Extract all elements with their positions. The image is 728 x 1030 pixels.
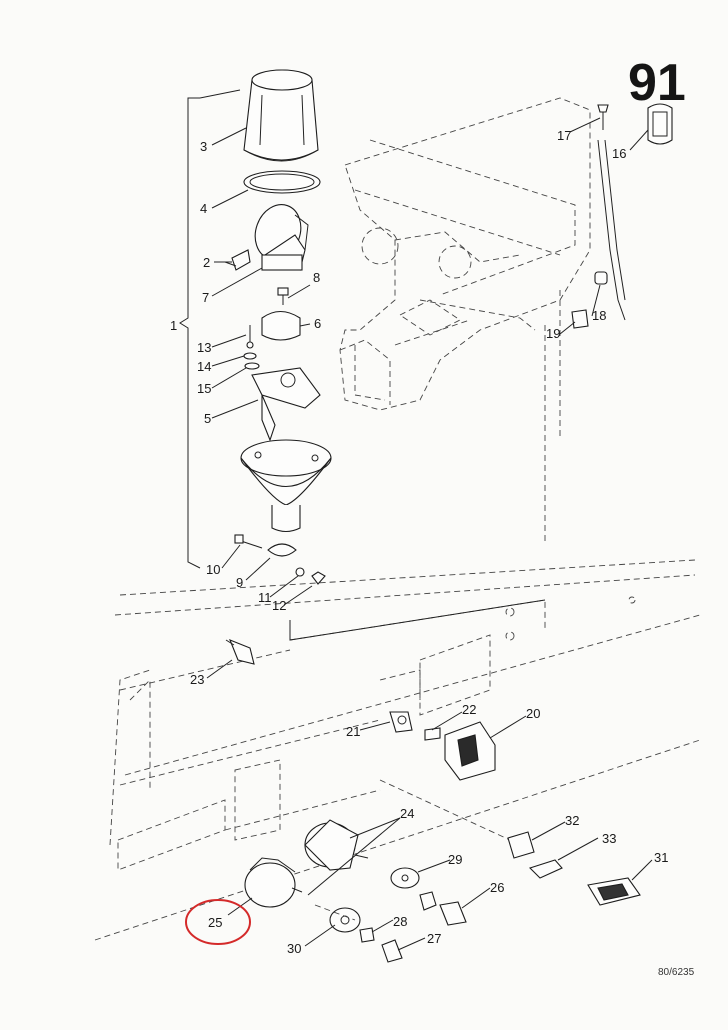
beacon-base-plate bbox=[251, 367, 321, 442]
callout-20: 20 bbox=[526, 706, 540, 721]
cable-run bbox=[597, 139, 626, 321]
callout-19: 19 bbox=[546, 326, 560, 341]
callout-8: 8 bbox=[313, 270, 320, 285]
callout-16: 16 bbox=[612, 146, 626, 161]
callout-5: 5 bbox=[204, 411, 211, 426]
callout-33: 33 bbox=[602, 831, 616, 846]
lamp-socket-21 bbox=[389, 711, 413, 733]
drawing-reference: 80/6235 bbox=[658, 967, 695, 978]
callout-15: 15 bbox=[197, 381, 211, 396]
page-number: 91 bbox=[628, 54, 686, 112]
grommet-19 bbox=[571, 309, 589, 329]
callout-24: 24 bbox=[400, 806, 414, 821]
callout-2: 2 bbox=[203, 255, 210, 270]
rotary-switch-25 bbox=[244, 857, 303, 908]
bulb-holder bbox=[224, 249, 251, 271]
washer-15 bbox=[244, 362, 260, 370]
callout-30: 30 bbox=[287, 941, 301, 956]
clip-33 bbox=[528, 859, 563, 879]
callout-labels: 1 2 3 4 5 6 7 8 9 10 11 12 13 14 15 16 1… bbox=[170, 128, 668, 956]
nut-28 bbox=[419, 891, 437, 911]
knob-26 bbox=[439, 901, 467, 926]
callout-31: 31 bbox=[654, 850, 668, 865]
grommet-18 bbox=[594, 271, 608, 285]
callout-12: 12 bbox=[272, 598, 286, 613]
callout-18: 18 bbox=[592, 308, 606, 323]
rear-lamp-16 bbox=[647, 103, 673, 145]
switch-24 bbox=[304, 819, 369, 871]
callout-28: 28 bbox=[393, 914, 407, 929]
callout-27: 27 bbox=[427, 931, 441, 946]
beacon-lens bbox=[243, 69, 319, 162]
beacon-reflector bbox=[254, 204, 309, 271]
callout-9: 9 bbox=[236, 575, 243, 590]
knob-27 bbox=[381, 939, 403, 963]
callout-7: 7 bbox=[202, 290, 209, 305]
callout-17: 17 bbox=[557, 128, 571, 143]
callout-3: 3 bbox=[200, 139, 207, 154]
seal-6 bbox=[261, 310, 301, 341]
callout-10: 10 bbox=[206, 562, 220, 577]
callout-1: 1 bbox=[170, 318, 177, 333]
highlight-circle bbox=[185, 899, 251, 945]
nut-28b bbox=[359, 927, 375, 943]
callout-14: 14 bbox=[197, 359, 211, 374]
callout-4: 4 bbox=[200, 201, 207, 216]
callout-29: 29 bbox=[448, 852, 462, 867]
cab-outline bbox=[339, 97, 591, 545]
screw-8 bbox=[277, 287, 289, 305]
beacon-housing bbox=[240, 439, 332, 533]
callout-32: 32 bbox=[565, 813, 579, 828]
scale-disc-30 bbox=[329, 907, 361, 933]
callout-22: 22 bbox=[462, 702, 476, 717]
mounting-clamp bbox=[234, 534, 326, 585]
relay-31 bbox=[587, 877, 641, 906]
dashboard-outline bbox=[94, 559, 701, 941]
group-bracket bbox=[179, 89, 546, 641]
bezel-29 bbox=[390, 867, 420, 889]
callout-11: 11 bbox=[258, 590, 272, 605]
callout-23: 23 bbox=[190, 672, 204, 687]
connector-23 bbox=[225, 639, 255, 665]
callout-6: 6 bbox=[314, 316, 321, 331]
callout-26: 26 bbox=[490, 880, 504, 895]
callout-21: 21 bbox=[346, 724, 360, 739]
beacon-gasket bbox=[243, 170, 321, 194]
washer-14 bbox=[243, 352, 257, 360]
cap-32 bbox=[507, 831, 535, 859]
switch-20 bbox=[444, 721, 496, 781]
callout-25: 25 bbox=[208, 915, 222, 930]
leader-lines bbox=[206, 117, 653, 951]
callout-13: 13 bbox=[197, 340, 211, 355]
screw-17 bbox=[597, 104, 609, 130]
